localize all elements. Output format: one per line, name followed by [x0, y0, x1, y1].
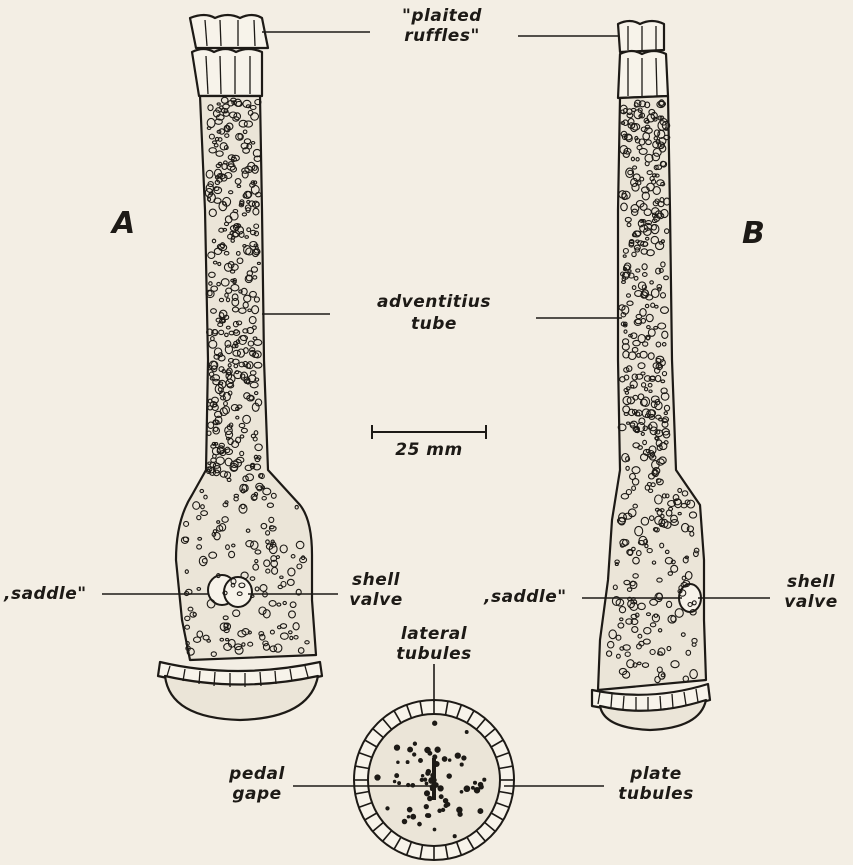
texture-dot — [479, 785, 483, 789]
label-lateral-tubules-line2: tubules — [384, 646, 484, 663]
texture-dot — [464, 786, 470, 792]
texture-dot — [375, 775, 380, 780]
texture-dot — [413, 753, 416, 756]
texture-dot — [407, 816, 409, 818]
texture-dot — [421, 775, 423, 777]
texture-dot — [458, 812, 462, 816]
label-plaited-ruffles-line1: "plaited — [372, 8, 512, 25]
texture-dot — [408, 747, 413, 752]
texture-dot — [438, 809, 441, 812]
tube-a-body — [176, 96, 316, 660]
texture-dot — [460, 791, 463, 794]
label-shell-valve-b-line2: valve — [774, 594, 848, 611]
panel-label-a: A — [112, 206, 135, 241]
tube-a-second-ruffle — [192, 49, 262, 96]
texture-dot — [397, 761, 399, 763]
label-plaited-ruffles-line2: ruffles" — [372, 28, 512, 45]
texture-dot — [418, 822, 422, 826]
texture-dot — [398, 782, 401, 785]
tube-a-top-ruffle — [190, 15, 268, 48]
texture-dot — [449, 759, 451, 761]
texture-dot — [434, 762, 439, 767]
texture-dot — [406, 761, 409, 764]
texture-dot — [478, 809, 483, 814]
label-adventitious-line1: adventitius — [334, 294, 534, 311]
texture-dot — [442, 808, 445, 811]
label-saddle-b: ,saddle" — [484, 589, 567, 606]
texture-dot — [483, 778, 486, 781]
texture-dot — [474, 781, 477, 784]
texture-dot — [394, 745, 399, 750]
label-adventitious-line2: tube — [334, 316, 534, 333]
texture-dot — [393, 780, 395, 782]
texture-dot — [431, 774, 435, 778]
texture-dot — [428, 751, 432, 755]
texture-dot — [460, 763, 463, 766]
texture-dot — [453, 835, 456, 838]
texture-dot — [419, 759, 423, 763]
panel-label-b: B — [742, 216, 765, 251]
texture-dot — [438, 786, 443, 791]
texture-dot — [407, 807, 412, 812]
texture-dot — [474, 788, 479, 793]
texture-dot — [429, 778, 434, 783]
texture-dot — [442, 757, 447, 762]
texture-dot — [425, 782, 428, 785]
texture-dot — [427, 814, 431, 818]
texture-dot — [439, 795, 443, 799]
label-lateral-tubules-line1: lateral — [384, 626, 484, 643]
tube-b-second-ruffle — [618, 51, 668, 98]
texture-dot — [435, 747, 440, 752]
texture-dot — [424, 805, 428, 809]
tube-b-top-ruffle — [618, 21, 664, 52]
label-plate-tubules-line2: tubules — [608, 786, 704, 803]
texture-dot — [447, 774, 451, 778]
texture-dot — [386, 807, 389, 810]
texture-dot — [413, 742, 416, 745]
texture-dot — [446, 803, 450, 807]
texture-dot — [472, 786, 475, 789]
texture-dot — [433, 721, 437, 725]
texture-dot — [434, 783, 439, 788]
texture-dot — [395, 774, 399, 778]
texture-dot — [433, 755, 437, 759]
label-shell-valve-a-line2: valve — [340, 592, 412, 609]
texture-dot — [433, 828, 436, 831]
texture-dot — [411, 814, 416, 819]
texture-dot — [425, 791, 430, 796]
label-pedal-gape-line1: pedal — [220, 766, 294, 783]
label-shell-valve-a-line1: shell — [340, 572, 412, 589]
texture-dot — [428, 796, 432, 800]
scale-bar — [372, 425, 486, 439]
label-saddle-a: ,saddle" — [4, 586, 87, 603]
label-pedal-gape-line2: gape — [220, 786, 294, 803]
texture-dot — [426, 769, 430, 773]
label-shell-valve-b-line1: shell — [774, 574, 848, 591]
scale-bar-label: 25 mm — [372, 442, 486, 459]
label-plate-tubules-line1: plate — [608, 766, 704, 783]
texture-dot — [462, 756, 466, 760]
texture-dot — [465, 731, 468, 734]
texture-dot — [420, 778, 423, 781]
texture-dot — [424, 778, 427, 781]
texture-dot — [455, 753, 460, 758]
texture-dot — [402, 819, 406, 823]
